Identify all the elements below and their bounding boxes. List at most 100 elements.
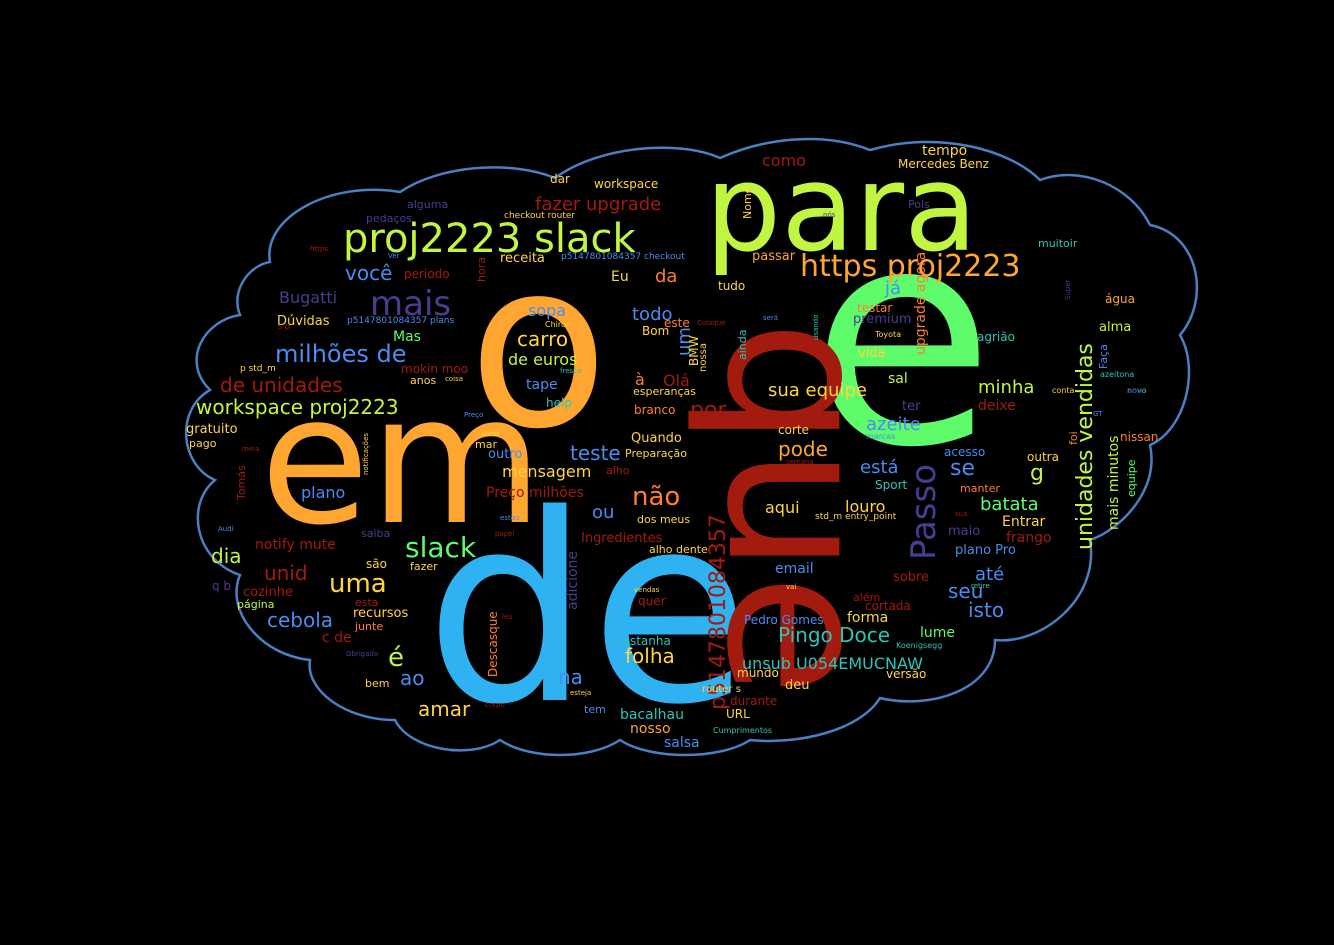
cloud-word: à	[635, 370, 645, 389]
cloud-word: uma	[329, 569, 387, 599]
cloud-word: retire	[971, 582, 990, 590]
cloud-word: Pois	[908, 198, 930, 211]
cloud-word: ou	[592, 502, 614, 523]
cloud-word: é	[388, 643, 404, 673]
cloud-word: Passo	[904, 464, 944, 560]
cloud-word: frango	[1006, 530, 1052, 546]
cloud-word: foi	[1067, 431, 1080, 445]
cloud-word: periodo	[404, 267, 450, 281]
cloud-word: deu	[785, 678, 810, 693]
cloud-word: por	[690, 398, 727, 423]
cloud-word: URL	[726, 707, 750, 721]
cloud-word: semana	[786, 458, 814, 466]
cloud-word: notificações	[362, 433, 370, 475]
cloud-word: alma	[1099, 320, 1131, 335]
cloud-word: todo	[632, 304, 673, 325]
cloud-word: castanha	[616, 634, 671, 648]
cloud-word: novo	[1127, 386, 1147, 395]
cloud-word: Ingredientes	[581, 531, 663, 546]
cloud-word: Tomás	[235, 465, 248, 501]
cloud-word: Eu	[611, 269, 629, 285]
cloud-word: anos	[410, 374, 436, 387]
cloud-word: mais	[370, 284, 451, 324]
cloud-word: Audi	[218, 525, 234, 533]
cloud-word: deixe	[978, 398, 1016, 414]
cloud-word: manter	[960, 482, 1001, 495]
cloud-word: água	[1105, 292, 1135, 306]
cloud-word: além	[853, 591, 880, 604]
cloud-word: você	[345, 261, 392, 285]
cloud-word: batata	[980, 494, 1039, 515]
cloud-word: ainda	[736, 330, 749, 361]
cloud-word: pago	[189, 437, 217, 450]
cloud-outline	[185, 137, 1199, 757]
cloud-word: salsa	[664, 735, 700, 751]
cloud-word: Preço milhões	[486, 485, 584, 501]
cloud-word: está	[860, 457, 899, 478]
cloud-word: bem	[365, 677, 389, 690]
cloud-word: unid	[264, 561, 308, 585]
cloud-word: equipe	[1125, 459, 1138, 497]
cloud-word: tempo	[922, 143, 967, 159]
cloud-word: p5147801084357	[706, 514, 731, 710]
cloud-word: acesso	[944, 445, 985, 459]
cloud-word: email	[775, 561, 814, 577]
cloud-word: louro	[845, 497, 885, 516]
cloud-word: alho	[606, 464, 630, 477]
cloud-word: esteja	[570, 689, 591, 697]
cloud-word: tudo	[718, 279, 745, 293]
cloud-word: cortada	[865, 599, 911, 613]
cloud-word: de unidades	[220, 373, 343, 397]
cloud-word: azeite	[866, 414, 921, 435]
cloud-word: mensagem	[502, 462, 591, 481]
cloud-word: será	[763, 314, 778, 322]
cloud-word: sopa	[528, 301, 566, 320]
cloud-word: c de	[322, 630, 352, 646]
cloud-word: de euros	[508, 350, 577, 369]
cloud-word: junte	[354, 620, 383, 633]
cloud-word: este	[664, 316, 690, 330]
cloud-word: esta	[355, 596, 379, 609]
cloud-word: hora	[475, 257, 488, 282]
cloud-word: sua	[955, 510, 967, 518]
cloud-word: Mas	[393, 329, 421, 345]
cloud-word: router s	[702, 684, 741, 695]
cloud-word: minha	[978, 377, 1034, 398]
cloud-word: Bom	[642, 324, 669, 338]
cloud-word: cozinhe	[243, 585, 293, 600]
cloud-word: Preço	[464, 411, 483, 419]
cloud-word: teste	[570, 441, 621, 465]
cloud-word: testar	[857, 301, 892, 315]
cloud-word: se	[950, 456, 975, 481]
cloud-word: recursos	[353, 606, 409, 621]
cloud-word: azeitona	[1100, 370, 1134, 379]
cloud-word: versão	[886, 667, 926, 681]
cloud-word: nossa	[698, 343, 709, 372]
cloud-word: para	[705, 140, 978, 279]
cloud-word: nissan	[1120, 430, 1158, 444]
cloud-word: vida	[858, 346, 886, 361]
cloud-word: GT	[1093, 410, 1103, 418]
cloud-word: Pedro Gomes	[744, 613, 824, 627]
cloud-word: corpo	[485, 701, 505, 709]
cloud-word: Bugatti	[279, 288, 337, 307]
cloud-word: sua equipe	[768, 380, 867, 401]
cloud-word: fresca	[560, 367, 581, 375]
cloud-word: leu	[502, 613, 513, 621]
cloud-word: fazer	[410, 560, 438, 573]
cloud-word: Nome	[741, 186, 754, 219]
cloud-word: obter	[481, 430, 500, 438]
cloud-word: p5147801084357 plans	[347, 316, 454, 326]
cloud-word: slack	[405, 531, 477, 564]
cloud-word: unidades vendidas	[1073, 343, 1098, 550]
cloud-word: BMW	[687, 335, 701, 366]
cloud-word: adicione	[565, 551, 581, 610]
cloud-word: milhões de	[275, 340, 407, 368]
cloud-word: carro	[517, 327, 568, 351]
cloud-word: Toyota	[874, 330, 901, 339]
cloud-word: lume	[920, 625, 955, 641]
cloud-word: tem	[584, 703, 606, 716]
